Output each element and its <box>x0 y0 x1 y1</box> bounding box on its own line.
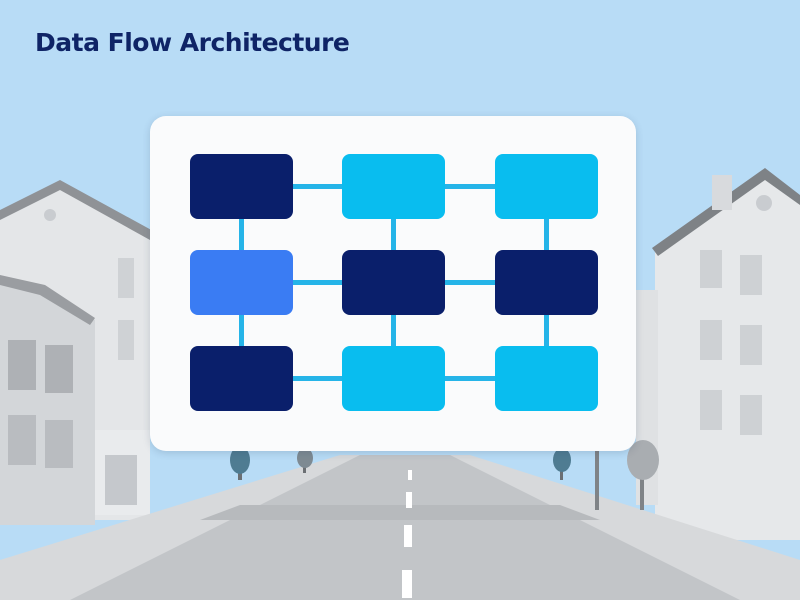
flow-block-r1-c1 <box>190 154 293 219</box>
left-buildings <box>0 180 155 525</box>
road <box>0 455 800 600</box>
data-flow-diagram <box>190 154 598 411</box>
flow-block-r2-c3 <box>495 250 598 315</box>
diagram-panel <box>150 116 636 451</box>
flow-block-r1-c3 <box>495 154 598 219</box>
flow-block-r2-c2 <box>342 250 445 315</box>
flow-block-r3-c1 <box>190 346 293 411</box>
flow-block-r3-c2 <box>342 346 445 411</box>
page-title: Data Flow Architecture <box>35 28 350 57</box>
flow-block-r3-c3 <box>495 346 598 411</box>
flow-block-r2-c1 <box>190 250 293 315</box>
flow-block-r1-c2 <box>342 154 445 219</box>
street-trees <box>230 440 659 510</box>
block-layer <box>190 154 598 411</box>
